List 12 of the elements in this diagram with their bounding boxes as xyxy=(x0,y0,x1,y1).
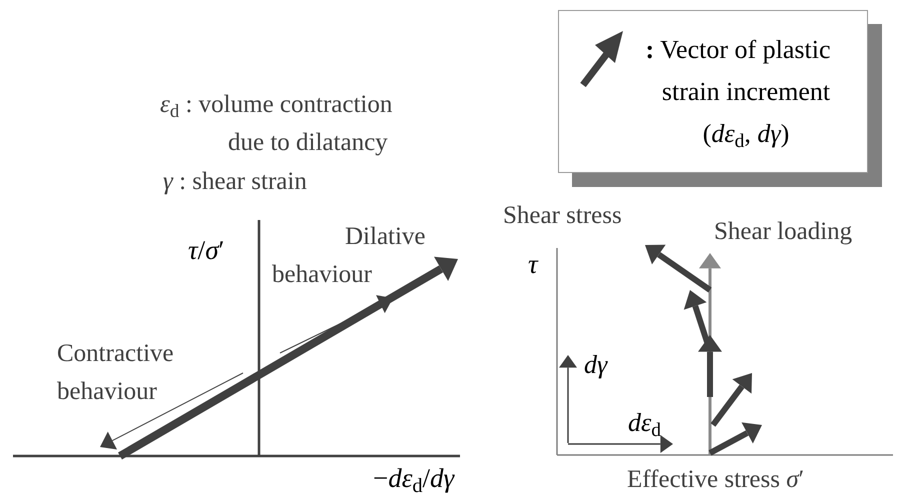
axis-label: τ/σ′ xyxy=(188,234,224,267)
region-label: Contractive behaviour xyxy=(57,339,175,407)
notation-note: γ : shear strain xyxy=(163,167,307,197)
axis-label: τ xyxy=(528,248,538,281)
region-label: Dilative behaviour xyxy=(272,222,427,290)
axis-title: Effective stress σ′ xyxy=(627,465,804,495)
legend-text: : Vector of plastic strain increment (dε$_{d}$, dγ) xyxy=(644,34,832,154)
axis-title: Shear loading xyxy=(714,217,852,247)
axis-label: dε$_{d}$ xyxy=(628,407,661,442)
axis-label: dγ xyxy=(584,349,608,381)
axis-title: Shear stress xyxy=(503,201,622,231)
axis-label: −dε$_{d}$/dγ xyxy=(373,462,454,498)
